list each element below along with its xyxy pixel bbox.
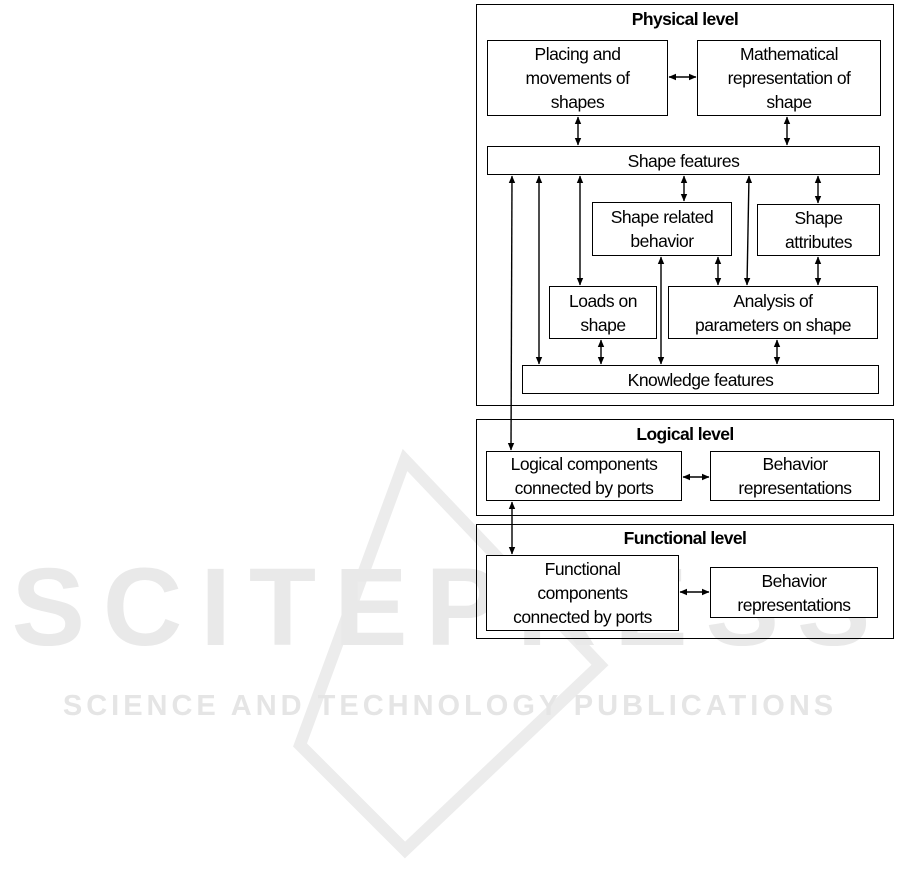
analysis-label: Analysis of parameters on shape bbox=[695, 290, 851, 335]
placing-movements-label: Placing and movements of shapes bbox=[525, 44, 630, 112]
shape-behavior-box: Shape related behavior bbox=[592, 202, 732, 256]
knowledge-features-label: Knowledge features bbox=[627, 369, 774, 390]
knowledge-features-box: Knowledge features bbox=[522, 365, 879, 394]
analysis-box: Analysis of parameters on shape bbox=[668, 286, 878, 339]
physical-level-title: Physical level bbox=[631, 9, 739, 29]
shape-attributes-box: Shape attributes bbox=[757, 204, 880, 256]
shape-attributes-label: Shape attributes bbox=[785, 208, 852, 252]
shape-features-label: Shape features bbox=[627, 150, 740, 171]
functional-behavior-label: Behavior representations bbox=[737, 570, 851, 615]
math-representation-label: Mathematical representation of shape bbox=[727, 44, 851, 112]
placing-movements-box: Placing and movements of shapes bbox=[487, 40, 668, 116]
watermark-small-text: SCIENCE AND TECHNOLOGY PUBLICATIONS bbox=[63, 690, 837, 722]
loads-box: Loads on shape bbox=[549, 286, 657, 339]
logical-behavior-label: Behavior representations bbox=[738, 454, 852, 498]
shape-behavior-label: Shape related behavior bbox=[610, 207, 714, 251]
loads-label: Loads on shape bbox=[568, 290, 638, 335]
logical-behavior-box: Behavior representations bbox=[710, 451, 880, 501]
functional-level-title: Functional level bbox=[623, 528, 747, 548]
functional-components-label: Functional components connected by ports bbox=[513, 559, 652, 627]
functional-behavior-box: Behavior representations bbox=[710, 567, 878, 618]
logical-components-box: Logical components connected by ports bbox=[486, 451, 682, 501]
physical-level: Physical level bbox=[476, 4, 894, 406]
logical-level: Logical level bbox=[476, 419, 894, 516]
shape-features-box: Shape features bbox=[487, 146, 880, 175]
functional-level: Functional level bbox=[476, 524, 894, 639]
logical-components-label: Logical components connected by ports bbox=[510, 454, 658, 498]
logical-level-title: Logical level bbox=[636, 424, 734, 444]
math-representation-box: Mathematical representation of shape bbox=[697, 40, 881, 116]
functional-components-box: Functional components connected by ports bbox=[486, 555, 679, 631]
